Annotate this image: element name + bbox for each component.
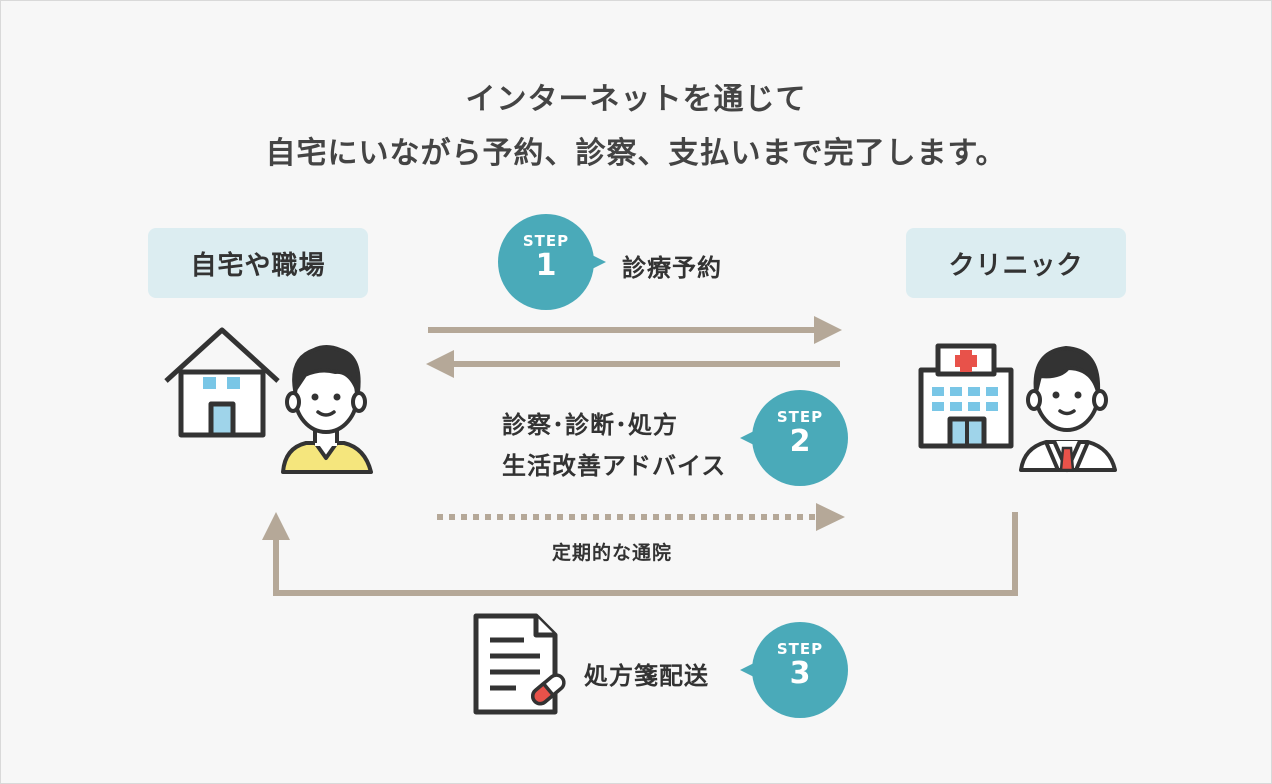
dotted-arrow — [437, 503, 845, 531]
step2-caption-line1: 診察･診断･処方 — [502, 411, 678, 439]
step2-caption-line2: 生活改善アドバイス — [502, 452, 727, 480]
house-icon — [164, 327, 280, 438]
arrow-left — [426, 350, 840, 378]
step2-badge: STEP 2 — [740, 390, 848, 486]
step2-label: STEP — [776, 408, 824, 426]
step3-caption: 処方箋配送 — [584, 662, 709, 690]
hospital-cross-icon — [955, 350, 977, 372]
step3-badge: STEP 3 — [740, 622, 848, 718]
capsule-icon — [531, 673, 566, 706]
patient-icon — [281, 345, 373, 474]
home-label: 自宅や職場 — [148, 228, 368, 298]
step1-label: STEP — [522, 232, 570, 250]
headline-line1: インターネットを通じて — [465, 82, 807, 117]
step2-number: 2 — [789, 424, 811, 459]
clinic-label: クリニック — [906, 228, 1126, 298]
step3-label: STEP — [776, 640, 824, 658]
doctor-tie-icon — [1059, 446, 1075, 472]
regular-visit-caption: 定期的な通院 — [552, 542, 673, 564]
arrow-right-1 — [428, 316, 842, 344]
prescription-icon — [473, 613, 558, 715]
return-arrow — [273, 512, 1018, 596]
house-window-icon — [203, 377, 216, 389]
hospital-windows — [932, 387, 998, 411]
step1-number: 1 — [535, 248, 557, 283]
step3-number: 3 — [789, 656, 811, 691]
headline-line2: 自宅にいながら予約、診察、支払いまで完了します。 — [265, 136, 1007, 171]
step1-badge: STEP 1 — [498, 214, 606, 310]
step1-caption: 診療予約 — [622, 254, 722, 282]
